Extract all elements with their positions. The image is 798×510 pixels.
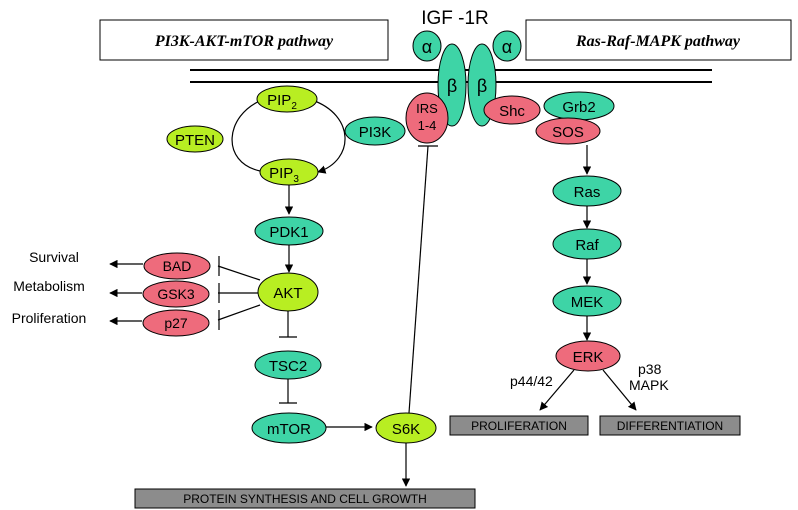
svg-text:GSK3: GSK3	[157, 286, 195, 302]
svg-text:α: α	[422, 37, 432, 57]
arrow-erk-differentiation	[602, 369, 637, 411]
svg-text:β: β	[477, 76, 487, 96]
differentiation-result-box: DIFFERENTIATION	[599, 415, 741, 436]
mek-node: MEK	[552, 285, 622, 317]
alpha-subunit-right: α	[492, 30, 522, 62]
alpha-subunit-left: α	[412, 30, 442, 62]
protein-synthesis-box: PROTEIN SYNTHESIS AND CELL GROWTH	[134, 488, 476, 509]
svg-text:DIFFERENTIATION: DIFFERENTIATION	[617, 419, 723, 433]
pip2-node: PIP2	[256, 85, 318, 113]
akt-inhibits-p27	[217, 304, 261, 321]
erk-node: ERK	[555, 340, 621, 372]
akt-node: AKT	[257, 272, 319, 312]
svg-text:PIP3: PIP3	[269, 165, 299, 185]
svg-text:1-4: 1-4	[418, 118, 437, 133]
svg-text:β: β	[447, 76, 457, 96]
svg-text:SOS: SOS	[552, 124, 584, 141]
svg-text:Ras: Ras	[574, 184, 601, 201]
mapk-label: MAPK	[629, 377, 669, 393]
pi3k-pathway-title-box: PI3K-AKT-mTOR pathway	[99, 19, 389, 61]
sos-node: SOS	[535, 117, 601, 145]
ras-pathway-title-box: Ras-Raf-MAPK pathway	[525, 19, 792, 61]
gsk3-node: GSK3	[142, 280, 210, 308]
survival-label: Survival	[29, 249, 79, 265]
p38-label: p38	[638, 361, 662, 377]
svg-text:ERK: ERK	[573, 349, 604, 366]
svg-text:α: α	[502, 37, 512, 57]
ras-node: Ras	[552, 175, 622, 207]
svg-text:PROTEIN SYNTHESIS AND CELL GRO: PROTEIN SYNTHESIS AND CELL GROWTH	[183, 492, 427, 506]
pip3-node: PIP3	[259, 158, 319, 186]
pdk1-node: PDK1	[254, 216, 324, 246]
svg-text:PI3K: PI3K	[359, 124, 392, 141]
svg-text:AKT: AKT	[273, 285, 302, 302]
svg-text:Raf: Raf	[575, 237, 599, 254]
pip-cycle-right-arc	[311, 99, 346, 174]
svg-text:PROLIFERATION: PROLIFERATION	[471, 419, 567, 433]
irs-node: IRS 1-4	[405, 92, 449, 144]
svg-text:p27: p27	[164, 315, 188, 331]
pi3k-node: PI3K	[344, 116, 406, 146]
svg-text:MEK: MEK	[571, 294, 604, 311]
proliferation-label: Proliferation	[12, 310, 87, 326]
pip-cycle-left-arc	[231, 99, 263, 172]
proliferation-result-box: PROLIFERATION	[449, 415, 589, 436]
svg-text:mTOR: mTOR	[267, 421, 311, 438]
svg-text:PIP2: PIP2	[267, 92, 297, 112]
raf-node: Raf	[552, 228, 622, 260]
svg-text:Grb2: Grb2	[562, 99, 595, 116]
s6k-inhibits-irs	[408, 145, 429, 414]
grb2-node: Grb2	[543, 91, 615, 121]
bad-node: BAD	[143, 252, 211, 280]
metabolism-label: Metabolism	[13, 278, 85, 294]
svg-text:Shc: Shc	[499, 103, 525, 120]
s6k-node: S6K	[375, 412, 437, 444]
p4442-label: p44/42	[510, 373, 553, 389]
mtor-node: mTOR	[251, 412, 327, 444]
akt-inhibits-bad	[217, 265, 261, 281]
pten-node: PTEN	[166, 125, 224, 153]
ras-pathway-title: Ras-Raf-MAPK pathway	[575, 33, 741, 50]
p27-node: p27	[142, 309, 210, 337]
svg-text:PDK1: PDK1	[269, 224, 308, 241]
svg-text:TSC2: TSC2	[269, 358, 307, 375]
tsc2-node: TSC2	[254, 350, 322, 380]
svg-text:S6K: S6K	[392, 421, 420, 438]
svg-text:PTEN: PTEN	[175, 132, 215, 149]
svg-text:BAD: BAD	[163, 258, 192, 274]
pi3k-pathway-title: PI3K-AKT-mTOR pathway	[154, 33, 334, 50]
arrow-erk-proliferation	[539, 369, 575, 411]
receptor-title: IGF -1R	[421, 8, 489, 29]
shc-node: Shc	[483, 95, 541, 125]
svg-text:IRS: IRS	[416, 101, 438, 116]
